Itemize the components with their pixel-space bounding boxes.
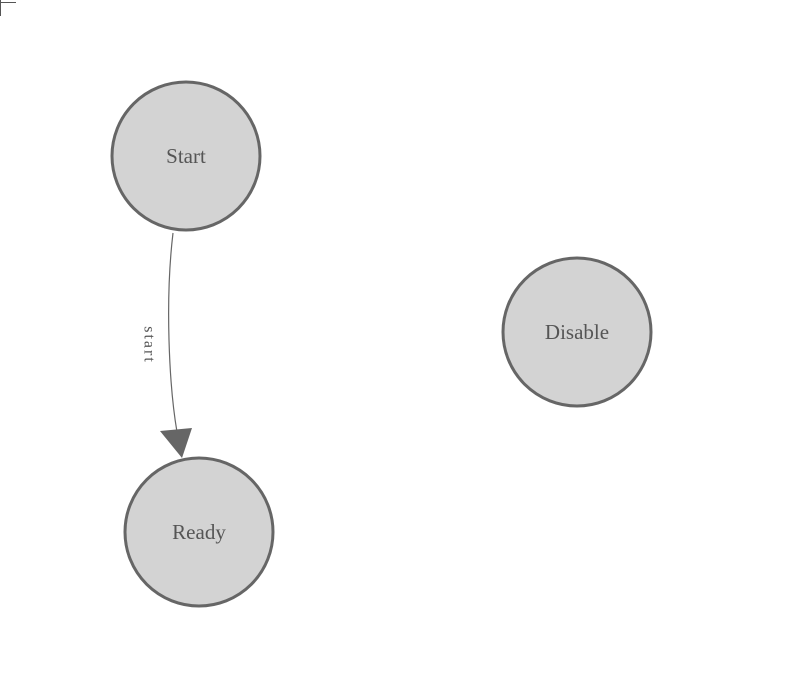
state-node-ready[interactable]: Ready	[123, 456, 275, 608]
state-circle-disable[interactable]	[501, 256, 653, 408]
edge-label-start: start	[140, 326, 157, 364]
edge-line[interactable]	[168, 232, 178, 433]
state-node-start[interactable]: Start	[110, 80, 262, 232]
state-node-disable[interactable]: Disable	[501, 256, 653, 408]
canvas-origin-marker	[0, 0, 16, 16]
state-circle-ready[interactable]	[123, 456, 275, 608]
edge-arrowhead-icon	[160, 428, 192, 458]
edge-start-to-ready[interactable]: start	[140, 232, 192, 458]
state-circle-start[interactable]	[110, 80, 262, 232]
